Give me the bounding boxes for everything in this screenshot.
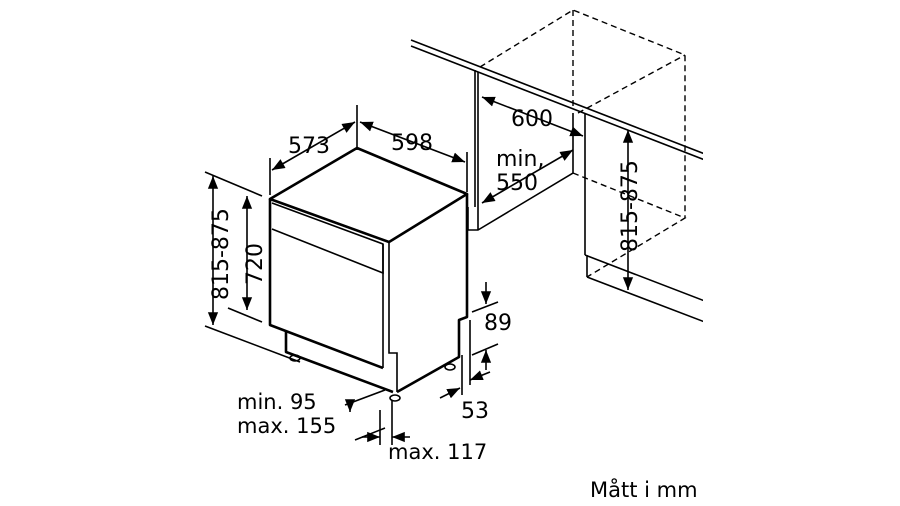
niche-width-label: 600 — [511, 107, 553, 132]
cabinet-niche — [410, 9, 703, 323]
foot-max-label: max. 155 — [237, 414, 336, 438]
plinth-depth-label: 53 — [461, 399, 489, 424]
units-note: Mått i mm — [590, 477, 698, 502]
niche-depth-value-label: 550 — [496, 171, 538, 196]
foot-icon — [444, 363, 456, 371]
dishwasher-outline — [268, 146, 469, 402]
height-range-right-label: 815-875 — [618, 160, 643, 252]
plinth-height-label: 89 — [484, 311, 512, 336]
height-range-left-label: 815-875 — [209, 208, 234, 300]
niche-depth-min-label: min, — [496, 147, 544, 172]
depth-label: 573 — [288, 134, 330, 159]
foot-min-label: min. 95 — [237, 390, 317, 414]
dimension-lines — [204, 96, 634, 445]
foot-icon — [389, 394, 401, 402]
door-clearance-label: max. 117 — [388, 440, 487, 464]
body-height-label: 720 — [243, 243, 268, 285]
width-label: 598 — [391, 131, 433, 156]
